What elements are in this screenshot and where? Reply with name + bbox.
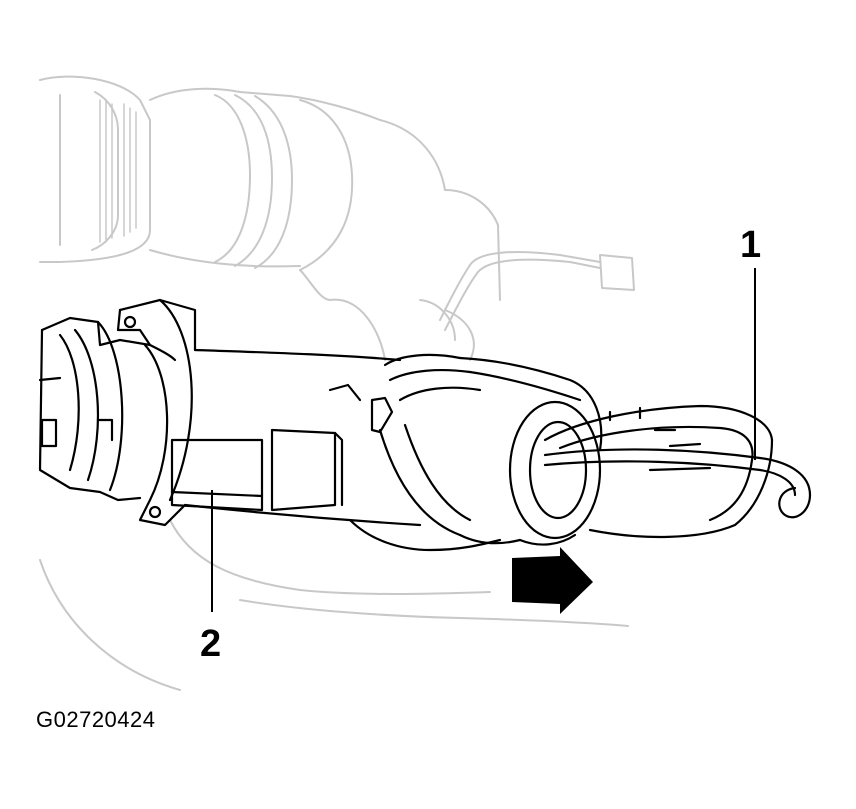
ignition-lock-assembly [38,298,812,552]
steering-shaft-background [39,75,635,691]
callout-1-label: 1 [740,224,762,266]
callout-2-label: 2 [200,623,222,665]
leader-lines [211,268,756,612]
figure-id: G02720424 [36,707,156,732]
pull-direction-arrow [512,547,593,614]
